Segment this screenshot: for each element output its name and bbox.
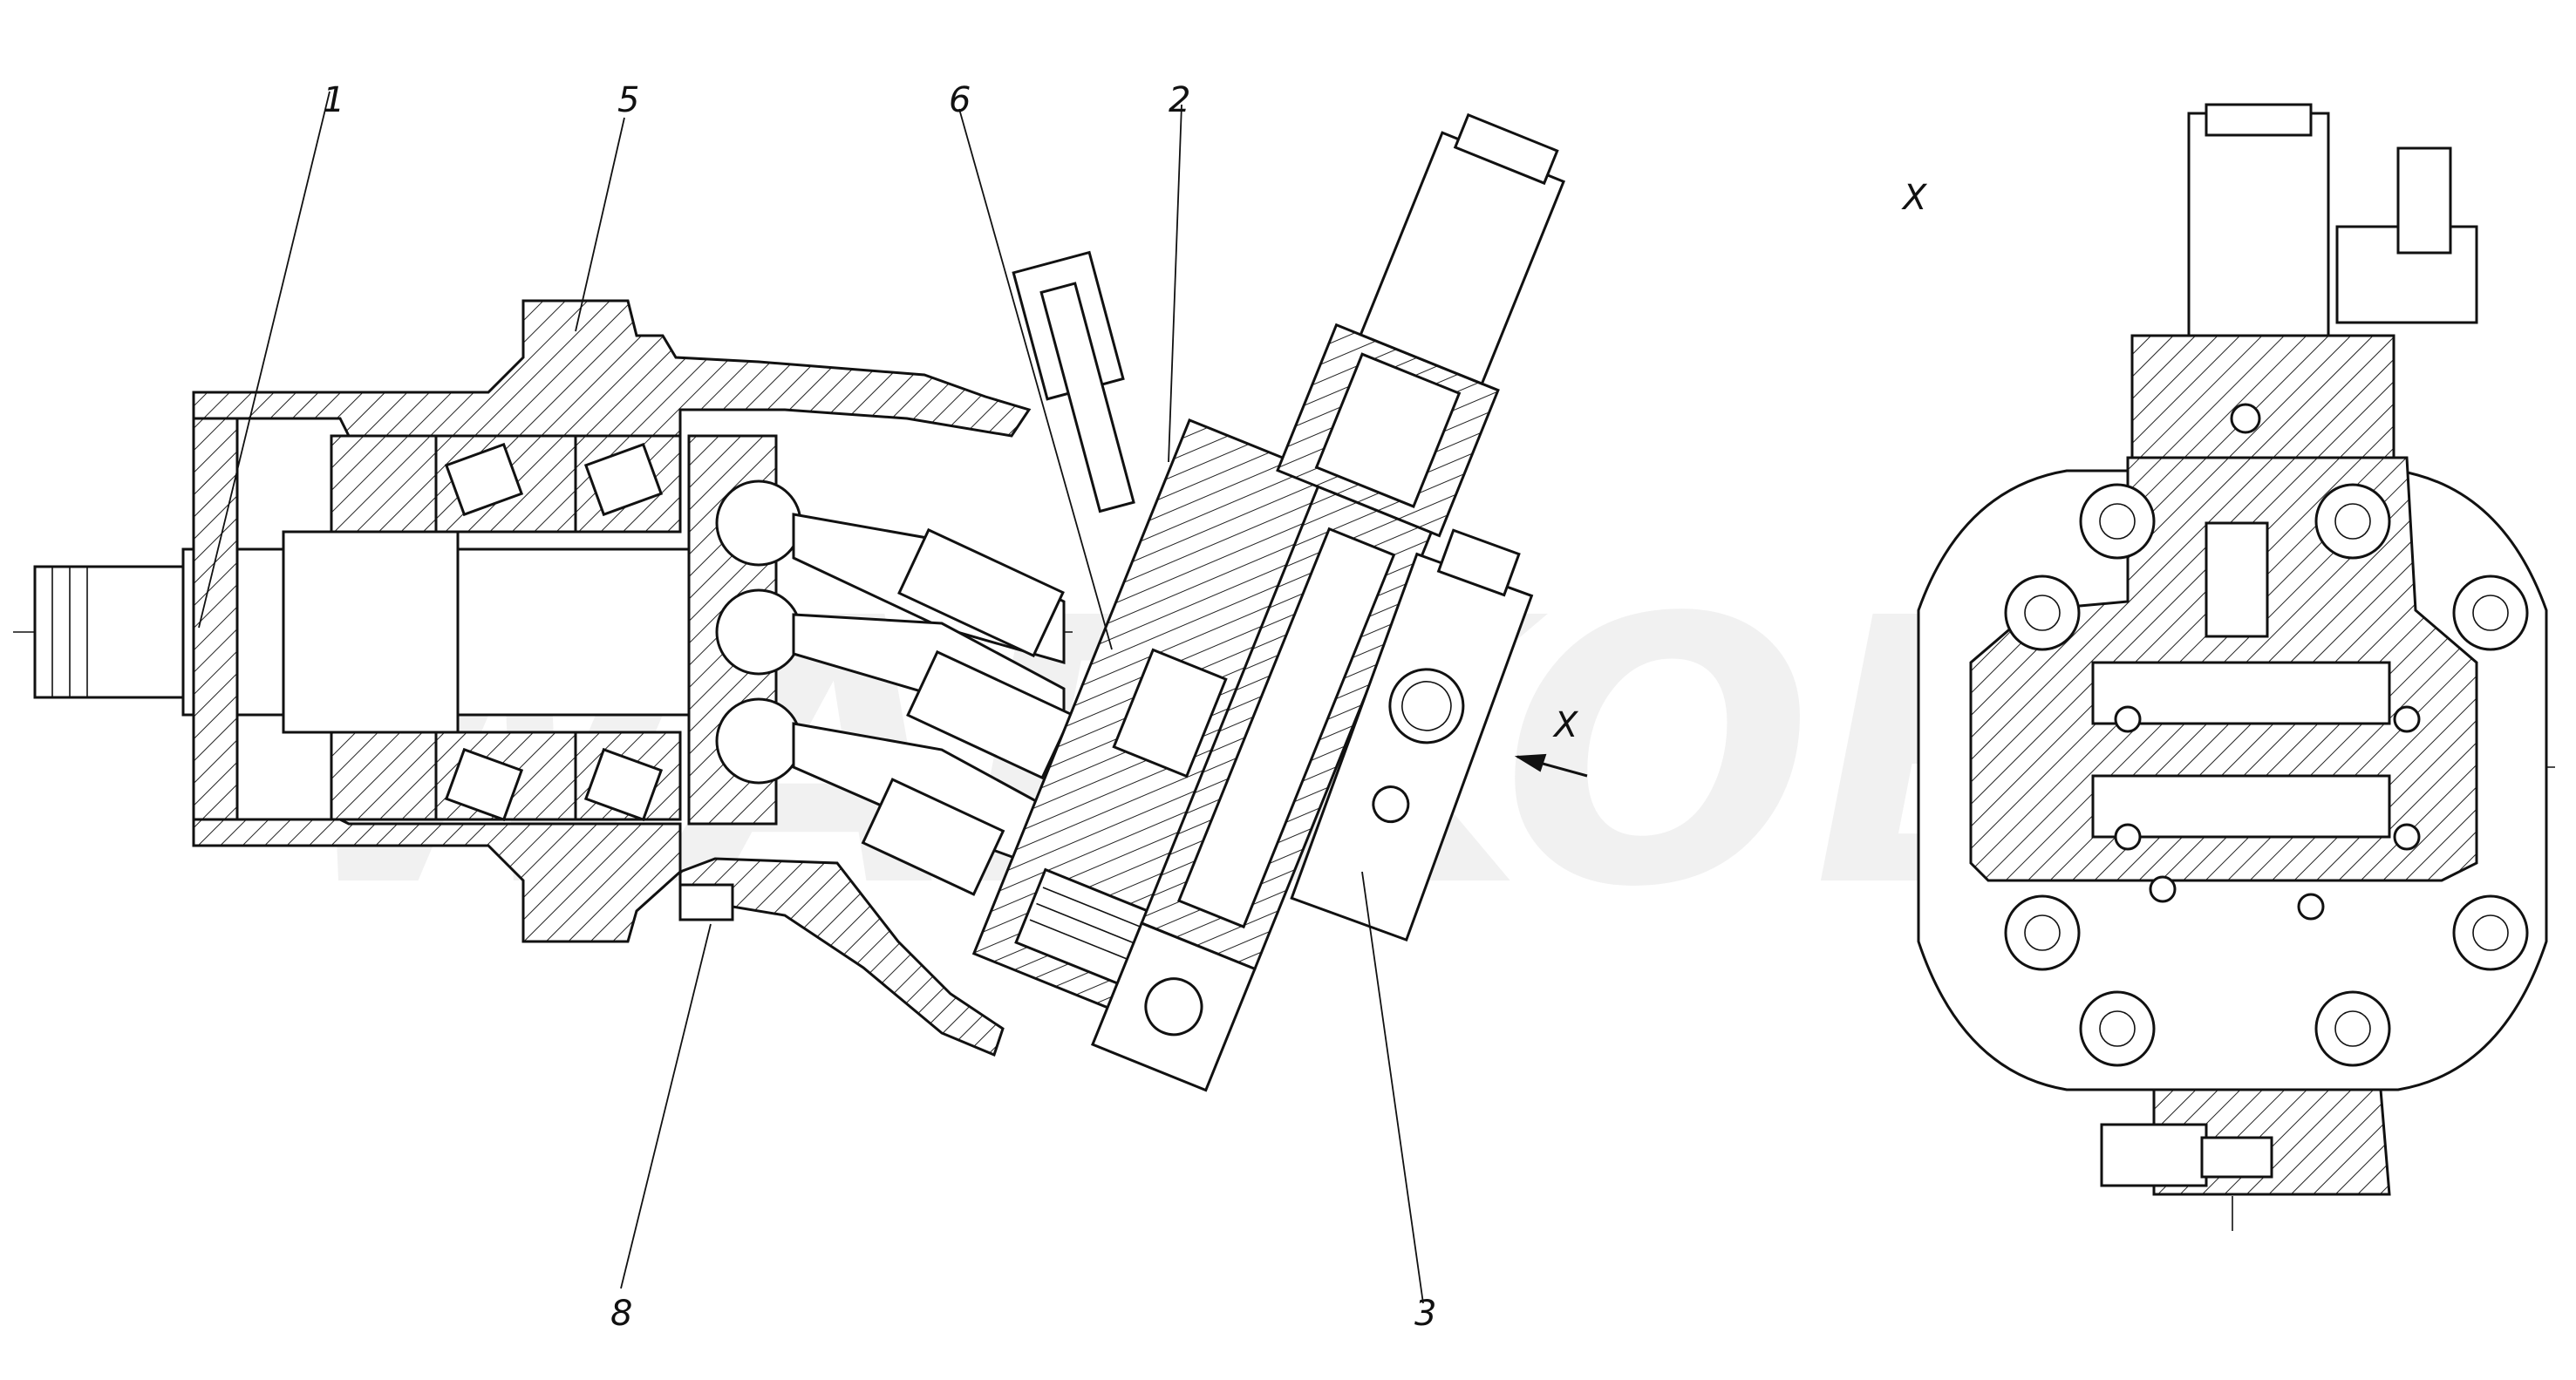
piston-ball-2 [715,588,802,676]
view-direction-arrow: X [1514,705,1588,778]
drain-plug [678,883,734,921]
valve-block-top [2130,334,2395,459]
callout-3: 3 [1414,1294,1436,1334]
taper-bearings [330,434,682,822]
callout-8: 8 [610,1294,632,1334]
shaft-spline [33,565,185,699]
view-x-title: X [1901,178,1928,218]
pistons [792,513,1073,896]
callout-leaders [198,91,1424,1304]
control-valve-housing [1090,112,1565,1092]
callout-1: 1 [323,80,344,120]
callout-2: 2 [1169,80,1190,120]
end-view-x [1917,103,2555,1238]
callout-6: 6 [949,80,971,120]
view-arrow-label: X [1552,705,1579,745]
cylinder-block [971,418,1337,1015]
port-block [1290,528,1534,942]
adjusting-screw [1012,250,1135,513]
flange-bolts [2004,483,2529,1067]
piston-ball-3 [715,697,802,785]
front-housing [192,299,1032,438]
callout-5: 5 [617,80,639,120]
piston-ball-1 [715,479,802,567]
section-view [13,112,1565,1092]
